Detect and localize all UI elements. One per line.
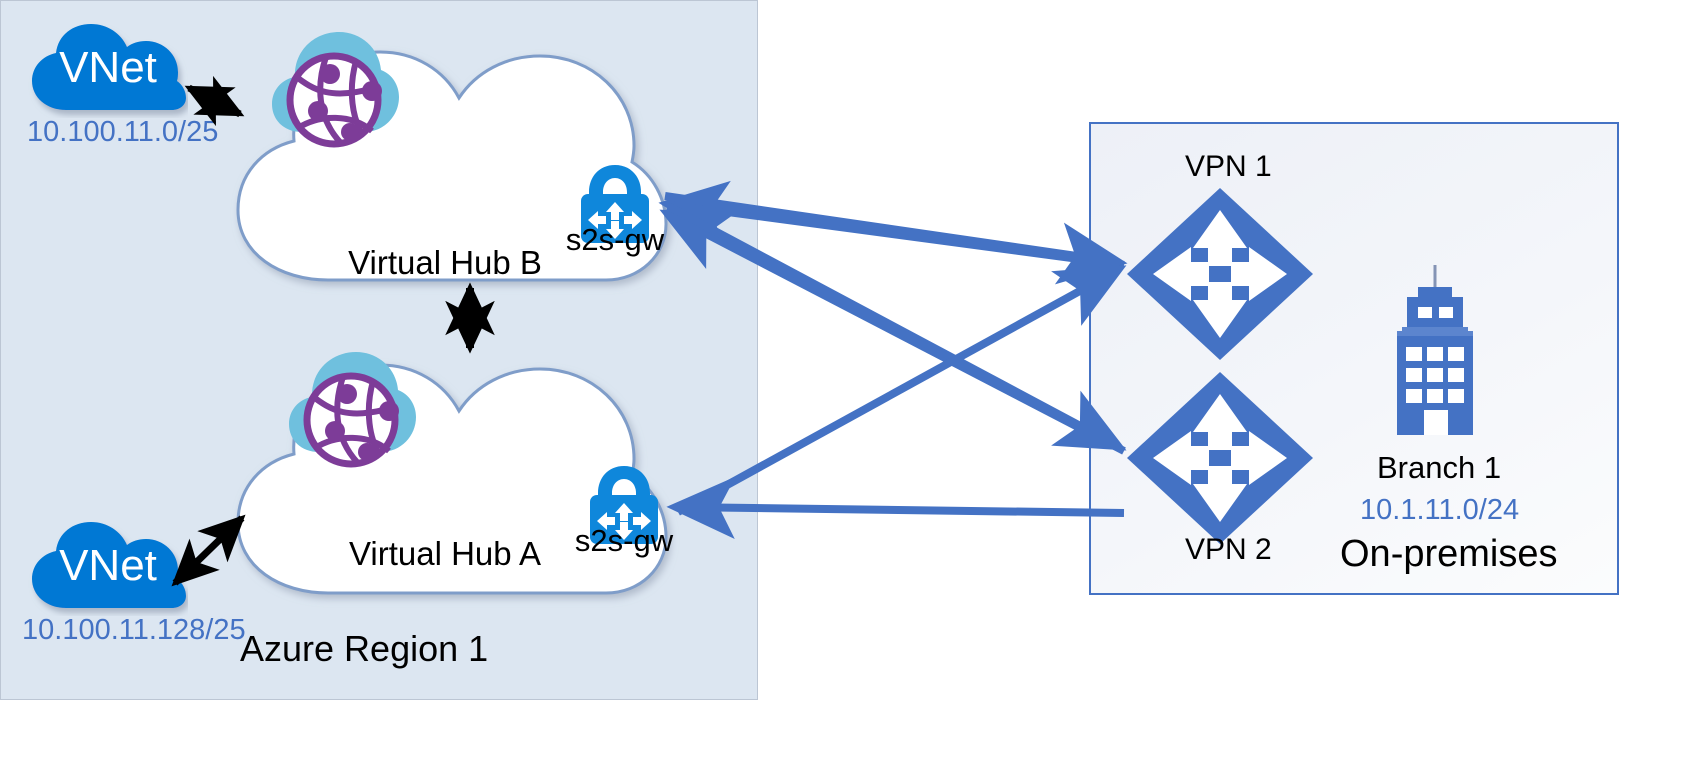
- virtual-hub-a-label: Virtual Hub A: [348, 535, 541, 572]
- vnet-1-label: VNet: [59, 43, 157, 92]
- virtual-wan-globe-icon: [268, 28, 400, 163]
- vpn-gateway-lock-icon-hub-a[interactable]: [582, 464, 666, 551]
- azure-region-label: Azure Region 1: [240, 628, 489, 669]
- vnet-2-label: VNet: [59, 541, 157, 590]
- vnet-2[interactable]: VNet: [28, 520, 188, 616]
- office-building-icon: [1377, 265, 1493, 442]
- on-premises-label: On-premises: [1340, 533, 1558, 575]
- branch-1-label: Branch 1: [1377, 450, 1502, 485]
- vnet-2-cidr: 10.100.11.128/25: [22, 614, 246, 646]
- vpn-device-diamond-icon-1[interactable]: [1125, 186, 1315, 367]
- vpn-device-diamond-icon-2[interactable]: [1125, 370, 1315, 551]
- vnet-1-cidr: 10.100.11.0/25: [27, 116, 219, 148]
- vpn-2-label: VPN 2: [1185, 533, 1272, 566]
- branch-1-cidr: 10.1.11.0/24: [1360, 494, 1520, 526]
- vpn-1-label: VPN 1: [1185, 150, 1272, 183]
- s2s-gw-label-hub-b: s2s-gw: [565, 222, 665, 257]
- vnet-1[interactable]: VNet: [28, 22, 188, 118]
- virtual-wan-globe-icon: [285, 348, 417, 483]
- cloud-icon: [32, 24, 186, 110]
- vpn-gateway-lock-icon-hub-b[interactable]: [573, 163, 657, 250]
- s2s-gw-label-hub-a: s2s-gw: [574, 523, 674, 558]
- virtual-hub-b-label: Virtual Hub B: [348, 244, 542, 281]
- cloud-icon: [32, 522, 186, 608]
